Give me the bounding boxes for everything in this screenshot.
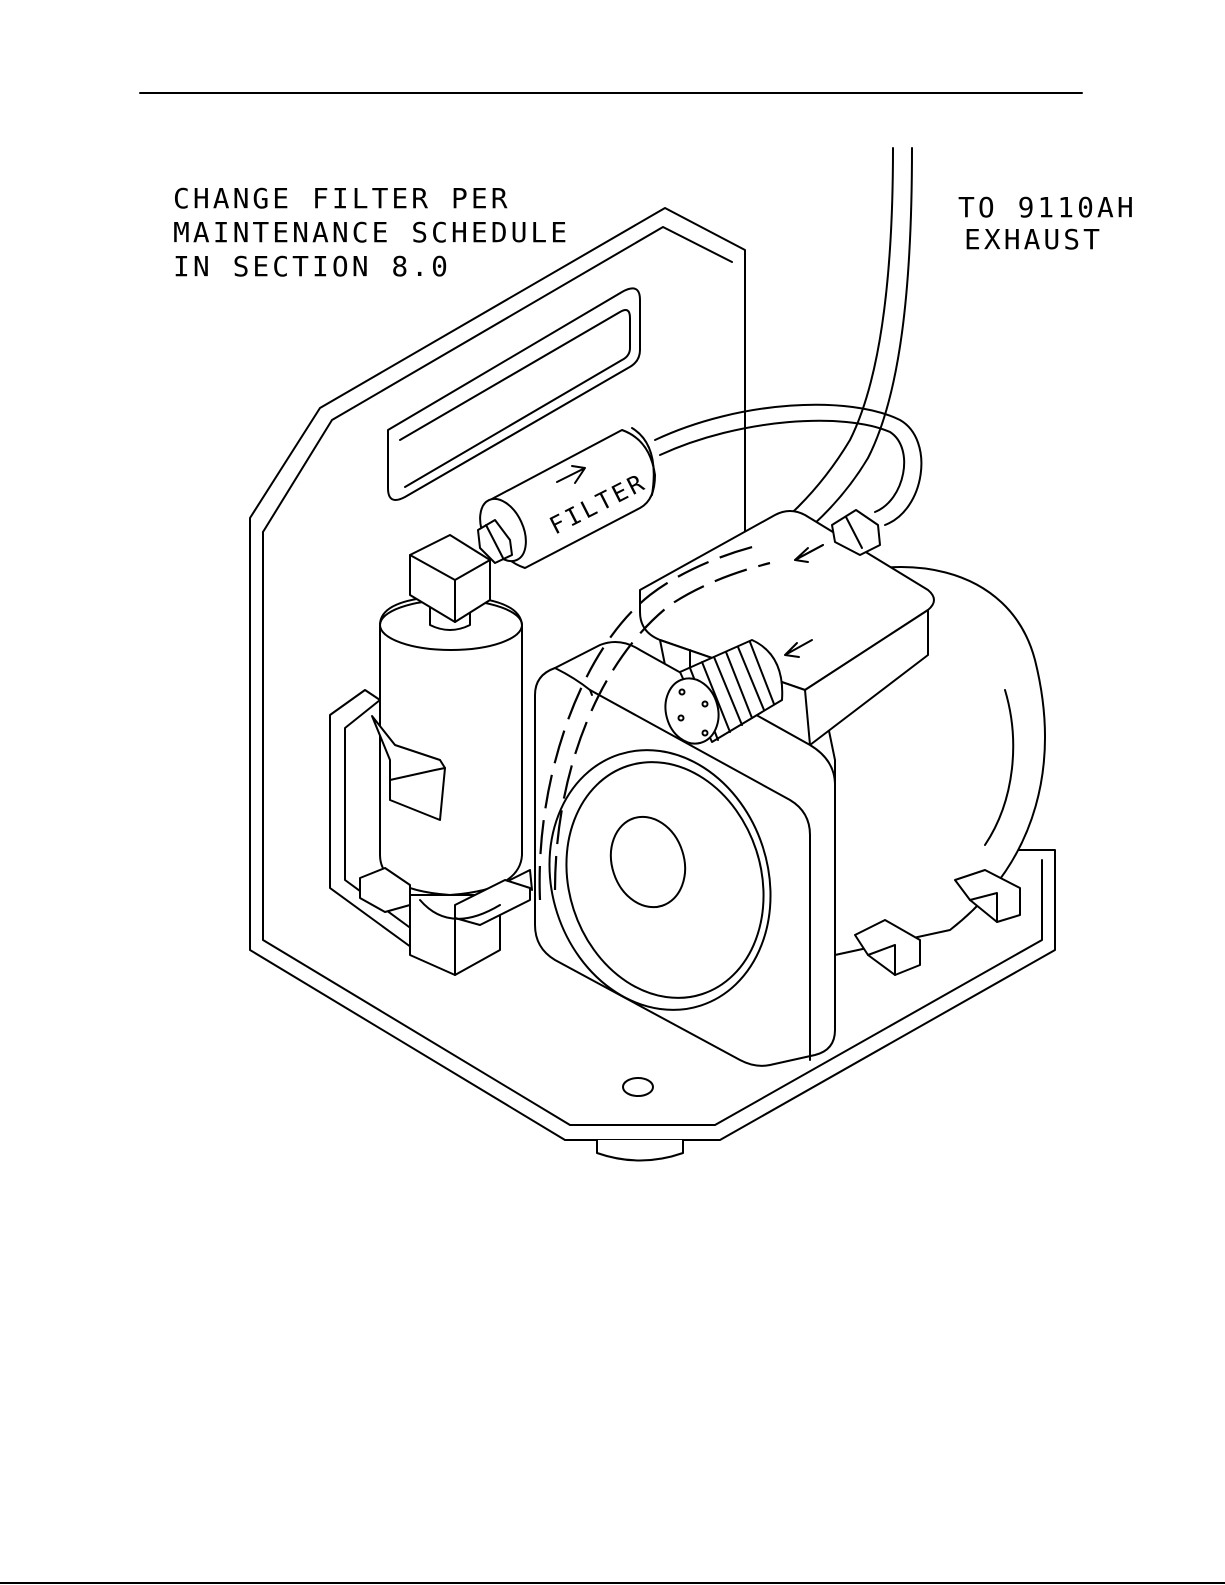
exhaust-line-1: TO 9110AH	[958, 191, 1137, 224]
maintenance-note: CHANGE FILTER PER MAINTENANCE SCHEDULE I…	[173, 182, 570, 283]
exhaust-note: TO 9110AH EXHAUST	[958, 191, 1137, 256]
note-line-3: IN SECTION 8.0	[173, 250, 451, 283]
note-line-2: MAINTENANCE SCHEDULE	[173, 216, 570, 249]
note-line-1: CHANGE FILTER PER	[173, 182, 511, 215]
exhaust-tube	[735, 148, 912, 565]
exhaust-line-2: EXHAUST	[964, 223, 1103, 256]
